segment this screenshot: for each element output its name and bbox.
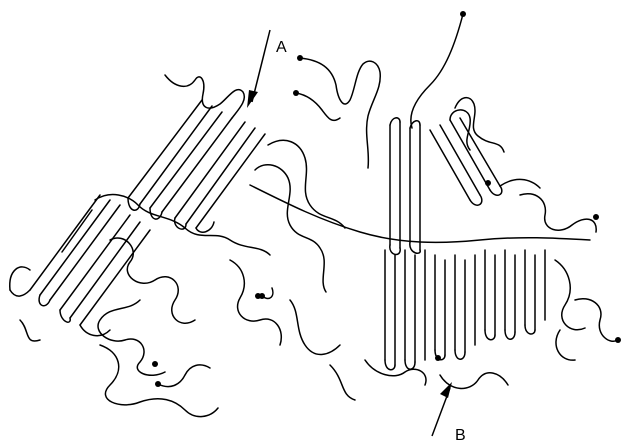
chain-end-dot xyxy=(255,293,261,299)
lamella-far-left xyxy=(10,195,150,341)
lamella-lower-right xyxy=(385,250,545,370)
chain-end-dot xyxy=(293,90,299,96)
upper-right-fold xyxy=(455,98,504,152)
lamella-center-right xyxy=(390,110,502,255)
chain-end-dot xyxy=(297,55,303,61)
chain-end-dot xyxy=(152,361,158,367)
upper-chain-2 xyxy=(296,93,340,120)
chain-end-dot xyxy=(435,355,441,361)
lamella-left xyxy=(128,75,265,232)
label-b: B xyxy=(455,427,466,444)
bottom-chains xyxy=(330,360,508,400)
arrow-a xyxy=(247,30,270,108)
label-a: A xyxy=(276,39,287,56)
chain-end-dot xyxy=(460,11,466,17)
upper-chain xyxy=(300,58,380,168)
chain-end-dot xyxy=(593,214,599,220)
tangle-right xyxy=(500,179,618,360)
arrow-b xyxy=(432,382,452,436)
chain-end-dot xyxy=(615,337,621,343)
bottom-left-loop xyxy=(100,345,218,417)
chain-end-dot xyxy=(485,180,491,186)
tangle-center xyxy=(230,140,345,354)
